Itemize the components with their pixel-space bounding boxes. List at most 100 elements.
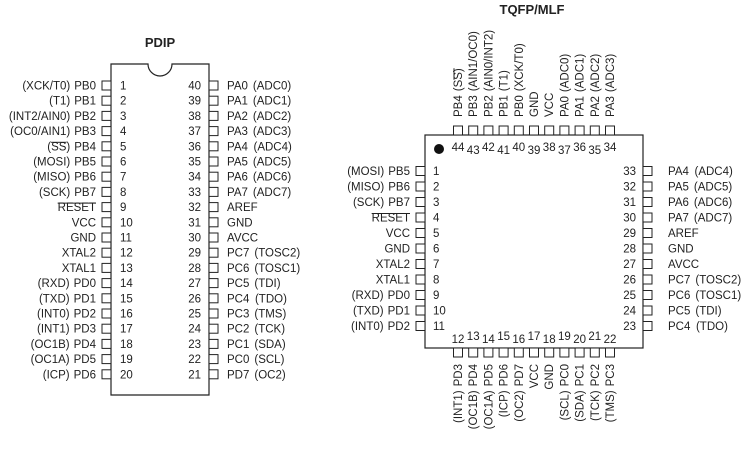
pin-name: PC1 [227, 339, 249, 351]
pin-alt-function: (ADC7) [253, 187, 292, 199]
pin-alt-function: (OC1B) [31, 339, 70, 351]
pin-alt-function: (OC1A) [31, 354, 70, 366]
pin-alt-function: (INT0) [351, 321, 384, 333]
pin-number: 22 [188, 354, 201, 366]
pin-label-vertical: VCC [544, 93, 556, 117]
pin-lead [101, 171, 112, 182]
pin-lead [208, 293, 219, 304]
pin-name: PC3 [605, 364, 617, 386]
pin-name: PB1 [499, 95, 511, 117]
pin-lead [101, 217, 112, 228]
pin-name: PA3 [227, 126, 248, 138]
pin-number: 43 [467, 145, 480, 157]
pin-alt-function: (T1) [49, 96, 70, 108]
pin-name: PC0 [227, 354, 249, 366]
pin-lead [559, 347, 570, 358]
pin-name: AREF [227, 202, 258, 214]
pin-name: PC0 [559, 364, 571, 386]
pin-number: 41 [497, 145, 510, 157]
pin-name: PA0 [559, 96, 571, 117]
pin-lead [574, 347, 585, 358]
pin-name: PB3 [468, 95, 480, 117]
pin-number: 8 [120, 187, 126, 199]
pin-name: XTAL2 [62, 248, 96, 260]
pin-number: 27 [623, 259, 636, 271]
pin-lead [101, 369, 112, 380]
pin-alt-function: (ADC4) [253, 141, 292, 153]
pin-alt-function: (ICP) [499, 390, 511, 417]
pin-lead [208, 308, 219, 319]
pin-lead [208, 217, 219, 228]
pin-alt-function: (TMS) [254, 309, 286, 321]
pin-number: 30 [188, 233, 201, 245]
pin-lead [415, 259, 426, 269]
pin-name: PB6 [388, 182, 410, 194]
pin-lead [642, 166, 653, 176]
pin-lead [415, 166, 426, 176]
pin-number: 6 [120, 157, 126, 169]
pin-number: 32 [623, 182, 636, 194]
pin-number: 14 [482, 334, 495, 346]
pin-label-vertical: PB3 (AIN1/OC0) [468, 31, 480, 117]
pin-number: 11 [120, 233, 132, 245]
pin-number: 40 [512, 142, 525, 154]
pin-name: PB0 [74, 81, 96, 93]
pin-lead [642, 274, 653, 285]
pin-label-vertical: PB1(T1) [499, 70, 511, 117]
pin-lead [101, 156, 112, 167]
pin-name: PA1 [227, 96, 248, 108]
pin-lead [101, 338, 112, 349]
pin-alt-function: (ADC5) [694, 182, 733, 194]
pin-lead [513, 125, 524, 136]
pin-name: PD3 [453, 364, 465, 386]
pin-name: PC3 [227, 309, 249, 321]
pin-number: 21 [188, 369, 201, 381]
pin-name: GND [529, 91, 541, 117]
pin-lead [605, 125, 615, 136]
pin-name: RESET [58, 202, 96, 214]
pin-alt-function: (AIN0/INT2) [483, 30, 495, 92]
pin-alt-function: (TCK) [590, 390, 602, 421]
pin-label-vertical: VCC [529, 364, 541, 388]
pin-number: 8 [433, 275, 439, 287]
pin-name: PC1 [575, 364, 587, 386]
pin-name: PD2 [388, 321, 410, 333]
pin-number: 31 [623, 197, 636, 209]
pin-label-vertical: PA2(ADC2) [590, 54, 602, 117]
pin-lead [559, 125, 570, 136]
pin-number: 13 [467, 331, 480, 343]
pin-name: PA4 [668, 166, 689, 178]
pin-name: PB0 [514, 95, 526, 117]
pin-name: PC4 [227, 293, 250, 305]
pin-name: PC5 [227, 278, 249, 290]
pin-number: 6 [433, 244, 439, 256]
pin-number: 10 [120, 217, 133, 229]
pin-label-vertical: (OC1A)PD5 [483, 364, 495, 429]
tqfp-body [424, 134, 644, 349]
pin-lead [415, 274, 426, 285]
pdip-title: PDIP [145, 35, 176, 50]
pin-number: 19 [558, 331, 571, 343]
pin-lead [642, 305, 653, 316]
pin-label-vertical: PB2(AIN0/INT2) [483, 30, 495, 117]
pin-lead [208, 95, 219, 106]
pin-lead [468, 347, 479, 358]
pin-alt-function: (MOSI) [33, 157, 70, 169]
pin-alt-function: (ADC6) [694, 197, 733, 209]
pin-lead [642, 243, 653, 254]
pin-name: PD0 [388, 290, 410, 302]
pin-alt-function: (OC0/AIN1) [10, 126, 70, 138]
pin-alt-function: (ADC2) [253, 111, 292, 123]
tqfp-package: 1PB5(MOSI)2PB6(MISO)3PB7(SCK)4RESET5VCC6… [347, 30, 741, 430]
pin-lead [529, 347, 539, 358]
pin-number: 20 [573, 334, 586, 346]
pin-lead [415, 197, 426, 207]
pin-name: GND [70, 233, 96, 245]
pin-lead [101, 308, 112, 319]
pin-name: VCC [529, 364, 541, 388]
pin-number: 42 [482, 142, 495, 154]
pin-alt-function: (AIN1/OC0) [468, 31, 480, 91]
pin-lead [101, 278, 112, 289]
pin-alt-function: (RXD) [38, 278, 70, 290]
pin-number: 39 [528, 145, 541, 157]
